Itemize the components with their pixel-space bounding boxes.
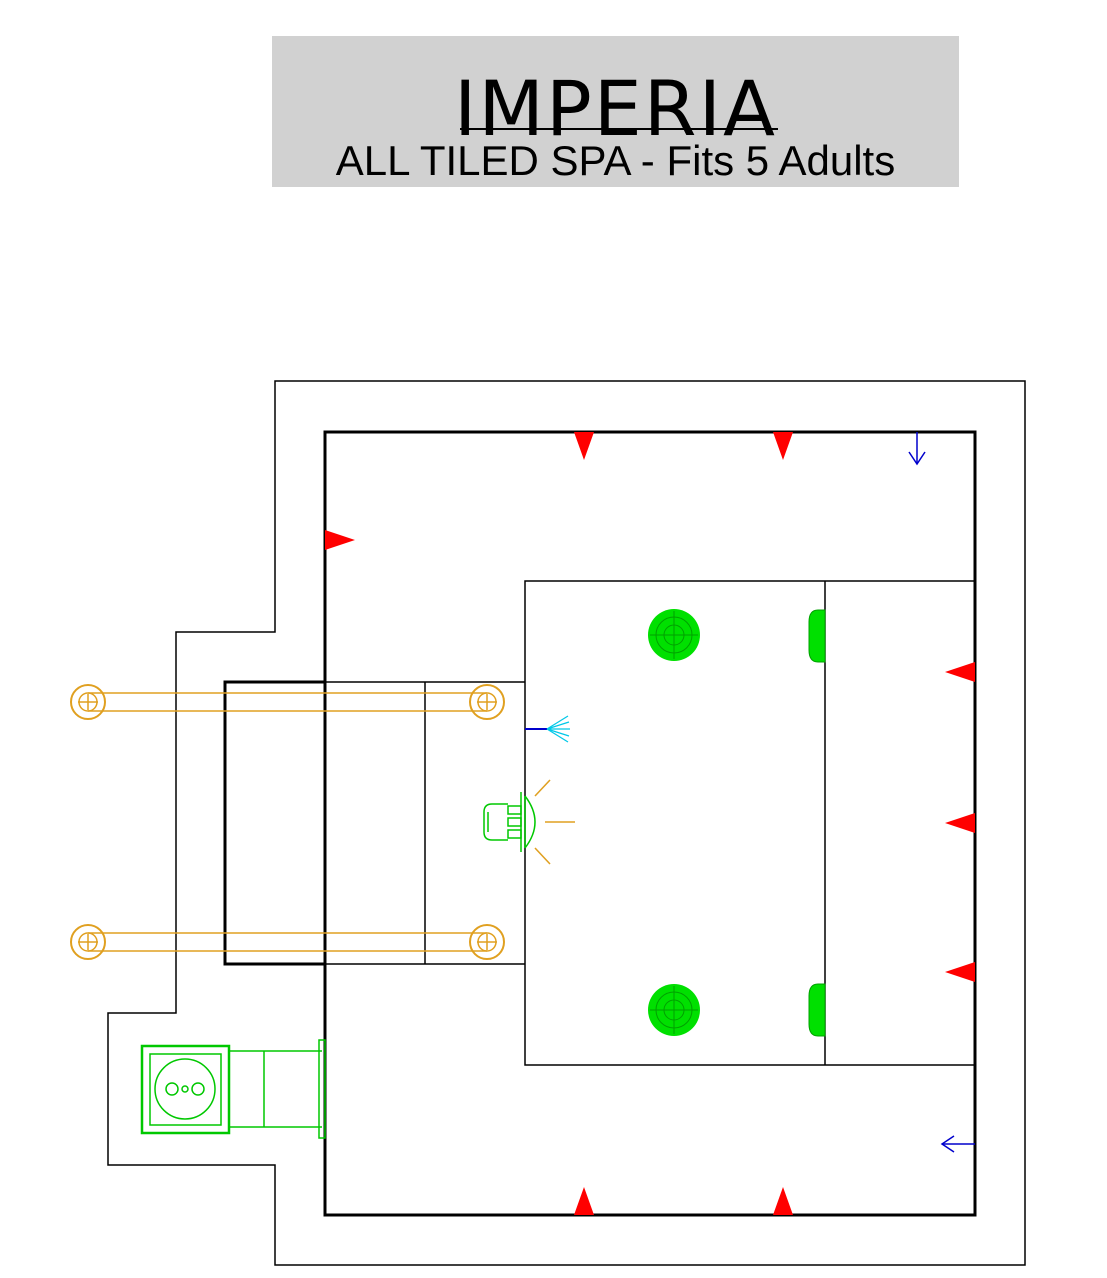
- jet-right-2: [945, 813, 975, 833]
- seat-platform: [524, 580, 976, 1066]
- inlet-arrow-bottom-right: [940, 1135, 975, 1153]
- inlet-arrow-top-right: [908, 432, 926, 466]
- jet-top-1: [574, 432, 594, 460]
- outer-coping-outline: [107, 380, 1026, 1266]
- seat-jet-top: [808, 609, 826, 663]
- handrail-bottom: [70, 924, 505, 960]
- floor-jet-top: [648, 609, 700, 661]
- title-divider: [460, 128, 778, 130]
- spout-icon: [525, 715, 570, 743]
- spa-subtitle: ALL TILED SPA - Fits 5 Adults: [335, 137, 896, 184]
- underwater-light-icon: [483, 779, 575, 865]
- jet-bottom-2: [773, 1187, 793, 1215]
- jet-bottom-1: [574, 1187, 594, 1215]
- jet-top-2: [773, 432, 793, 460]
- skimmer-icon: [140, 1039, 326, 1139]
- pool-wall: [323, 430, 977, 1217]
- floor-jet-bottom: [648, 984, 700, 1036]
- jet-right-3: [945, 962, 975, 982]
- seat-jet-bottom: [808, 983, 826, 1037]
- title-box: IMPERIA ALL TILED SPA - Fits 5 Adults: [272, 36, 959, 187]
- spa-name: IMPERIA: [453, 64, 778, 153]
- step-outer: [223, 680, 327, 966]
- jet-right-1: [945, 662, 975, 682]
- handrail-top: [70, 684, 505, 720]
- jet-left: [325, 530, 355, 550]
